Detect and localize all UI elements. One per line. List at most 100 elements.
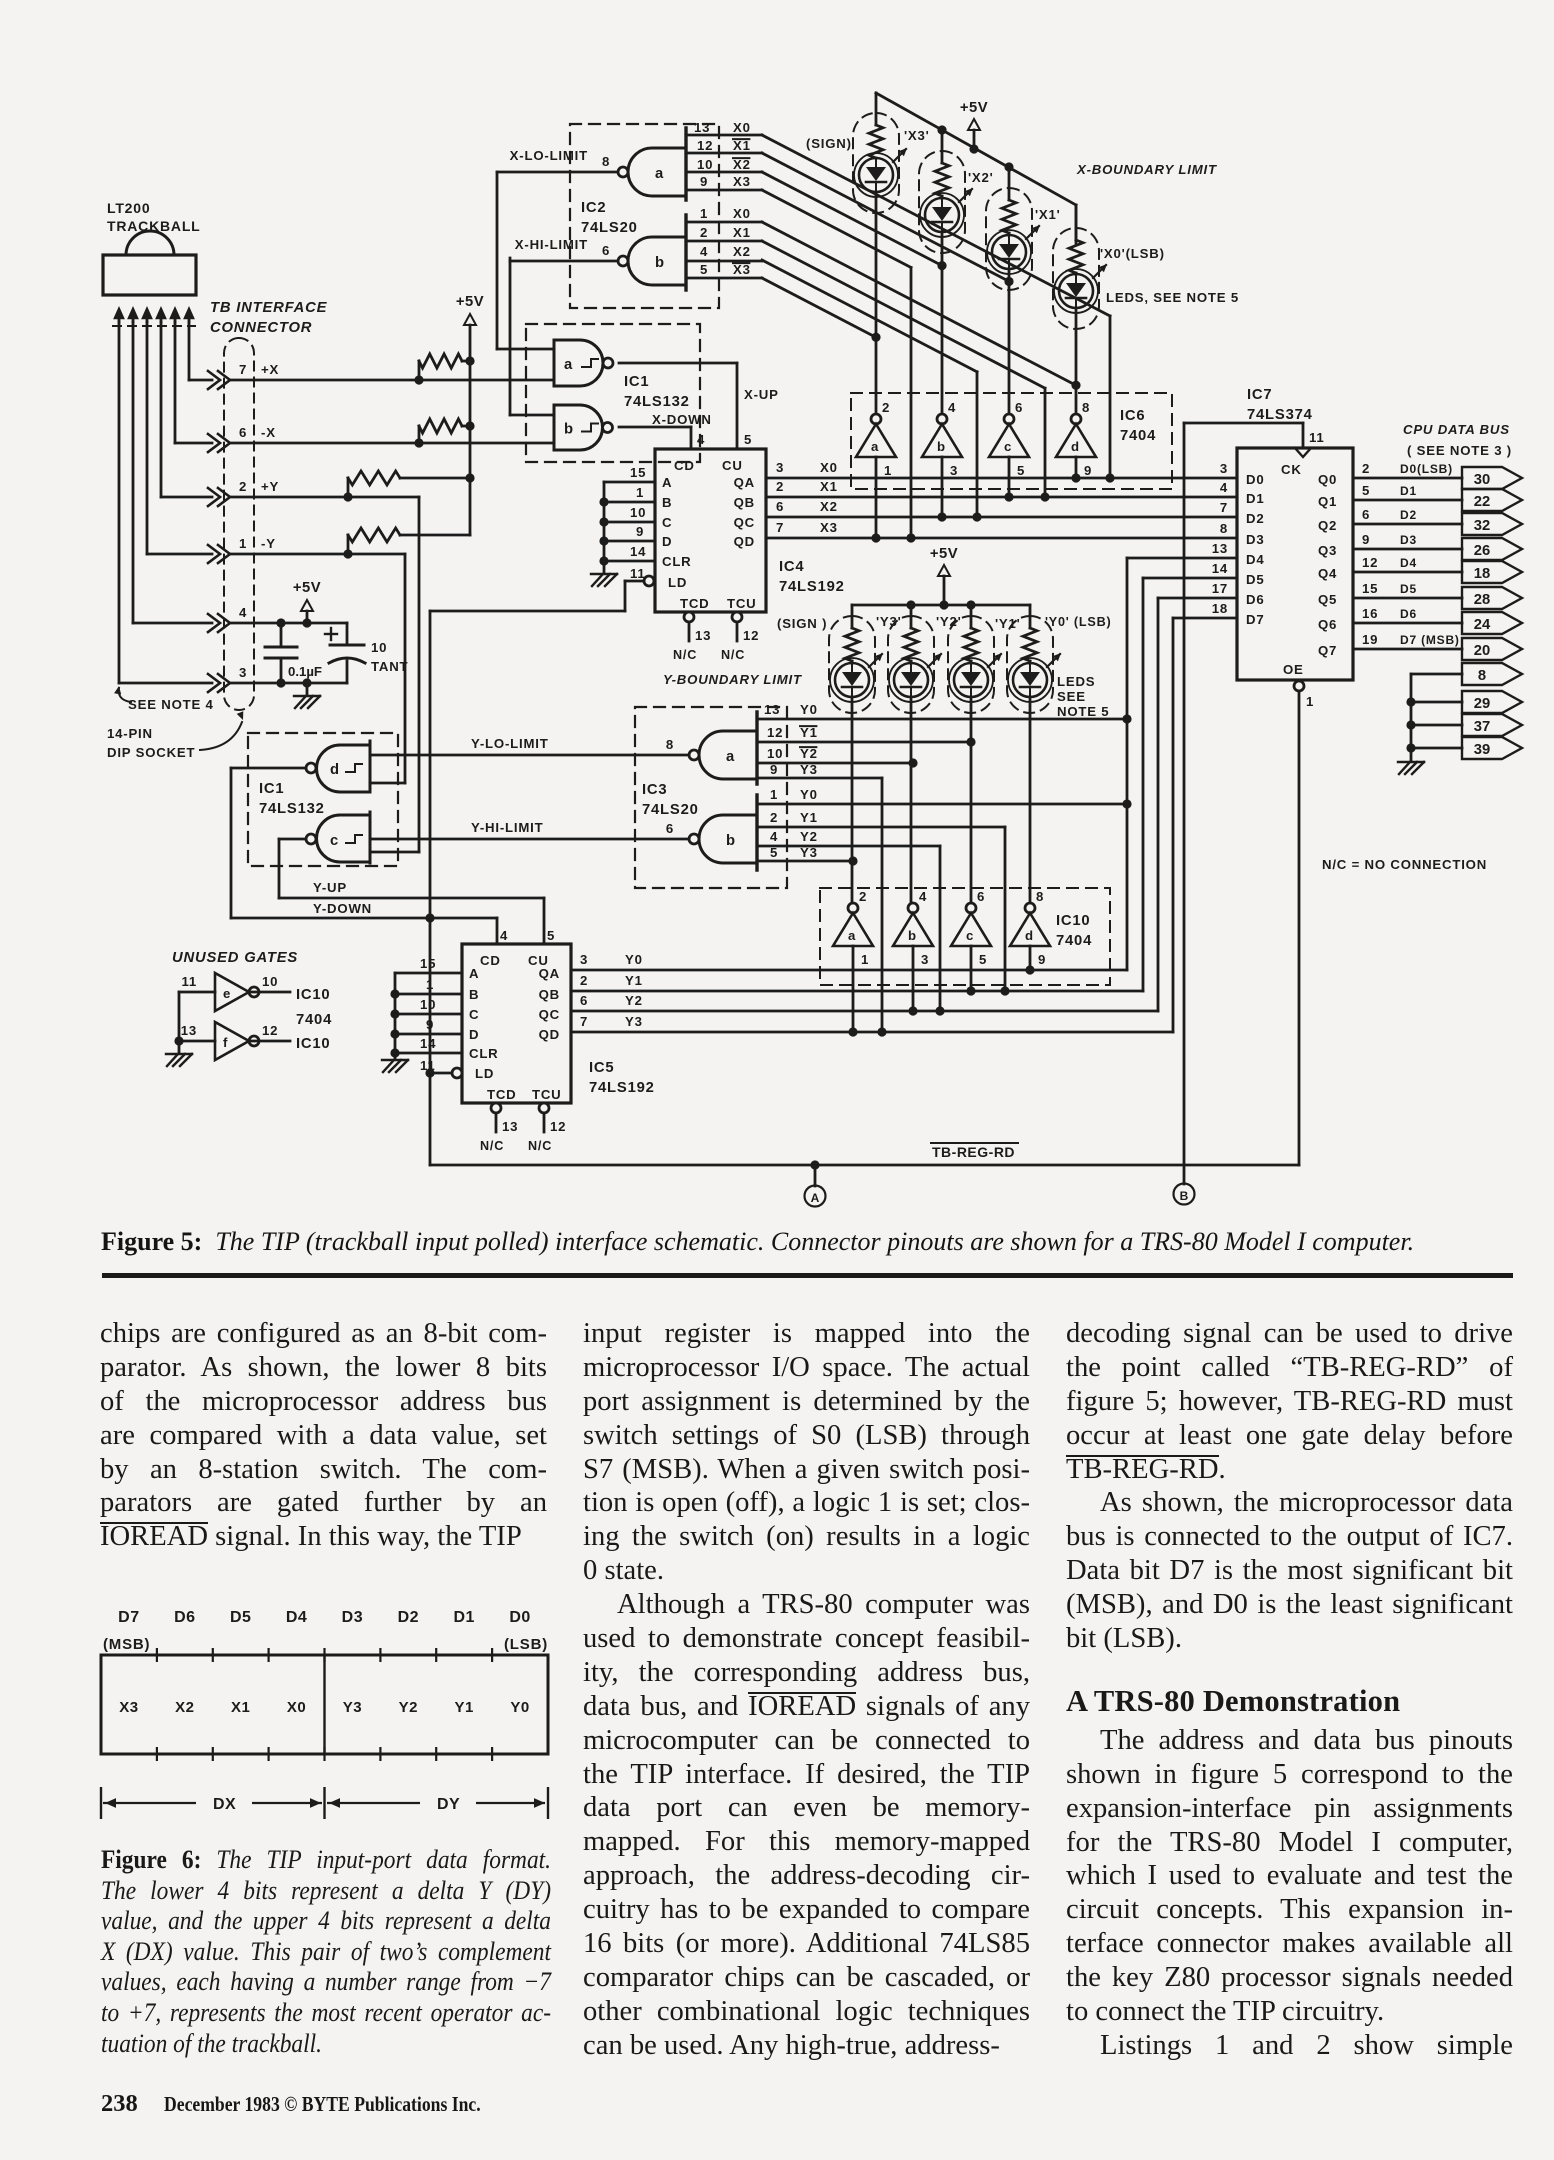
svg-text:LD: LD (668, 575, 687, 590)
svg-text:D6: D6 (1246, 592, 1264, 607)
svg-text:D2: D2 (1246, 511, 1264, 526)
svg-text:15: 15 (630, 465, 646, 480)
svg-text:'X3': 'X3' (904, 128, 930, 143)
svg-text:9: 9 (1084, 463, 1092, 478)
svg-text:X0: X0 (733, 120, 751, 135)
svg-text:LEDS: LEDS (1057, 674, 1095, 689)
svg-text:Y0: Y0 (625, 952, 643, 967)
svg-text:c: c (330, 833, 339, 849)
svg-text:D7: D7 (118, 1609, 139, 1626)
svg-text:Y3: Y3 (625, 1014, 643, 1029)
svg-text:OE: OE (1283, 662, 1304, 677)
svg-text:b: b (937, 439, 946, 454)
svg-text:X-HI-LIMIT: X-HI-LIMIT (515, 237, 588, 252)
svg-text:Y1: Y1 (800, 725, 818, 740)
svg-text:8: 8 (1082, 400, 1090, 415)
svg-text:D5: D5 (1246, 572, 1264, 587)
svg-text:IC6: IC6 (1120, 408, 1145, 424)
svg-text:Q6: Q6 (1318, 617, 1337, 632)
svg-text:14: 14 (420, 1036, 436, 1051)
svg-text:10: 10 (262, 974, 278, 989)
svg-text:8: 8 (1478, 668, 1486, 684)
svg-text:c: c (966, 928, 974, 943)
svg-text:TANT: TANT (371, 659, 408, 674)
svg-text:1: 1 (861, 952, 869, 967)
svg-text:Q5: Q5 (1318, 592, 1337, 607)
svg-text:DX: DX (213, 1796, 236, 1813)
svg-text:Y3: Y3 (800, 845, 818, 860)
svg-text:X1: X1 (231, 1699, 250, 1716)
svg-text:Q7: Q7 (1318, 643, 1337, 658)
svg-text:5: 5 (770, 845, 778, 860)
svg-text:6: 6 (239, 425, 247, 440)
svg-text:22: 22 (1474, 494, 1490, 510)
svg-text:11: 11 (420, 1058, 436, 1073)
svg-text:2: 2 (580, 973, 588, 988)
svg-text:29: 29 (1474, 696, 1490, 712)
svg-text:SEE NOTE 4: SEE NOTE 4 (128, 697, 214, 712)
svg-text:'Y2': 'Y2' (936, 614, 962, 629)
svg-text:13: 13 (694, 120, 710, 135)
svg-text:+Y: +Y (261, 479, 279, 494)
svg-text:1: 1 (1306, 694, 1314, 709)
svg-text:IC10: IC10 (296, 987, 330, 1003)
svg-text:10: 10 (420, 997, 436, 1012)
svg-text:6: 6 (977, 889, 985, 904)
svg-text:QC: QC (734, 515, 755, 530)
svg-text:CLR: CLR (469, 1046, 499, 1061)
svg-text:74LS132: 74LS132 (624, 394, 690, 410)
svg-text:X3: X3 (820, 520, 838, 535)
svg-text:QD: QD (539, 1027, 560, 1042)
svg-text:X-BOUNDARY LIMIT: X-BOUNDARY LIMIT (1076, 162, 1217, 177)
svg-text:8: 8 (1036, 889, 1044, 904)
svg-text:TCD: TCD (680, 596, 710, 611)
svg-text:12: 12 (1362, 555, 1378, 570)
svg-text:4: 4 (697, 432, 705, 447)
svg-text:D4: D4 (286, 1609, 307, 1626)
svg-text:5: 5 (979, 952, 987, 967)
svg-text:TCU: TCU (727, 596, 757, 611)
svg-text:74LS132: 74LS132 (259, 801, 325, 817)
svg-text:IC7: IC7 (1247, 387, 1272, 403)
svg-text:6: 6 (1362, 507, 1370, 522)
svg-text:7404: 7404 (296, 1012, 332, 1028)
svg-text:7: 7 (1220, 500, 1228, 515)
svg-text:(MSB): (MSB) (103, 1636, 150, 1653)
svg-text:Y2: Y2 (625, 993, 643, 1008)
svg-text:Y2: Y2 (800, 746, 818, 761)
svg-text:Y-HI-LIMIT: Y-HI-LIMIT (471, 820, 543, 835)
svg-text:4: 4 (1220, 480, 1228, 495)
svg-text:17: 17 (1212, 581, 1228, 596)
svg-text:X0: X0 (287, 1699, 306, 1716)
svg-text:+5V: +5V (293, 580, 321, 596)
svg-text:b: b (655, 255, 665, 271)
svg-text:TB INTERFACE: TB INTERFACE (210, 300, 328, 316)
svg-text:X3: X3 (733, 174, 751, 189)
svg-text:39: 39 (1474, 742, 1490, 758)
svg-text:+5V: +5V (456, 294, 484, 310)
svg-text:D1: D1 (1246, 491, 1264, 506)
svg-text:D3: D3 (1246, 532, 1264, 547)
svg-text:+5V: +5V (960, 100, 988, 116)
svg-text:CPU DATA BUS: CPU DATA BUS (1403, 422, 1510, 437)
svg-text:1: 1 (770, 787, 778, 802)
svg-text:9: 9 (700, 174, 708, 189)
svg-text:N/C: N/C (480, 1139, 504, 1153)
svg-text:X1: X1 (733, 138, 751, 153)
svg-text:D5: D5 (1400, 582, 1417, 596)
svg-text:a: a (655, 166, 664, 182)
svg-text:7: 7 (776, 520, 784, 535)
svg-text:'Y0' (LSB): 'Y0' (LSB) (1045, 615, 1111, 629)
svg-text:X3: X3 (733, 262, 751, 277)
svg-text:12: 12 (767, 725, 783, 740)
svg-text:26: 26 (1474, 543, 1490, 559)
svg-text:9: 9 (636, 524, 644, 539)
svg-text:a: a (848, 928, 856, 943)
svg-text:'Y1': 'Y1' (995, 616, 1021, 631)
svg-text:Q4: Q4 (1318, 566, 1337, 581)
svg-text:X3: X3 (119, 1699, 138, 1716)
svg-text:Q1: Q1 (1318, 494, 1337, 509)
svg-text:CU: CU (722, 458, 743, 473)
svg-text:32: 32 (1474, 518, 1490, 534)
svg-text:IC10: IC10 (1056, 913, 1090, 929)
